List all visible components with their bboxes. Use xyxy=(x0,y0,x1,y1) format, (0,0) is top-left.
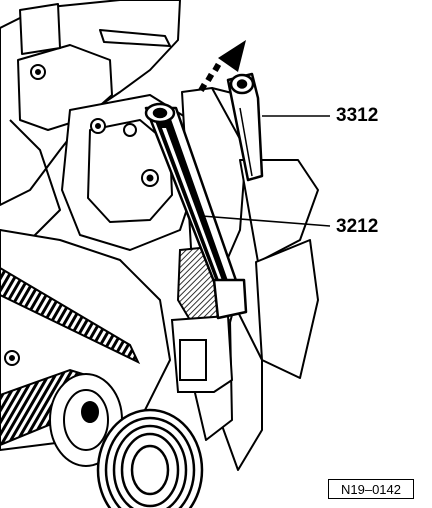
tool-3212-wrench xyxy=(144,102,248,320)
callout-3212: 3212 xyxy=(336,216,379,237)
leader-lines xyxy=(201,115,331,227)
callout-3312: 3312 xyxy=(336,105,379,126)
figure-reference: N19–0142 xyxy=(328,479,414,499)
tool-3312-holder xyxy=(226,72,264,182)
arrow-up-right-icon xyxy=(198,40,246,92)
crank-pulley xyxy=(96,408,204,508)
